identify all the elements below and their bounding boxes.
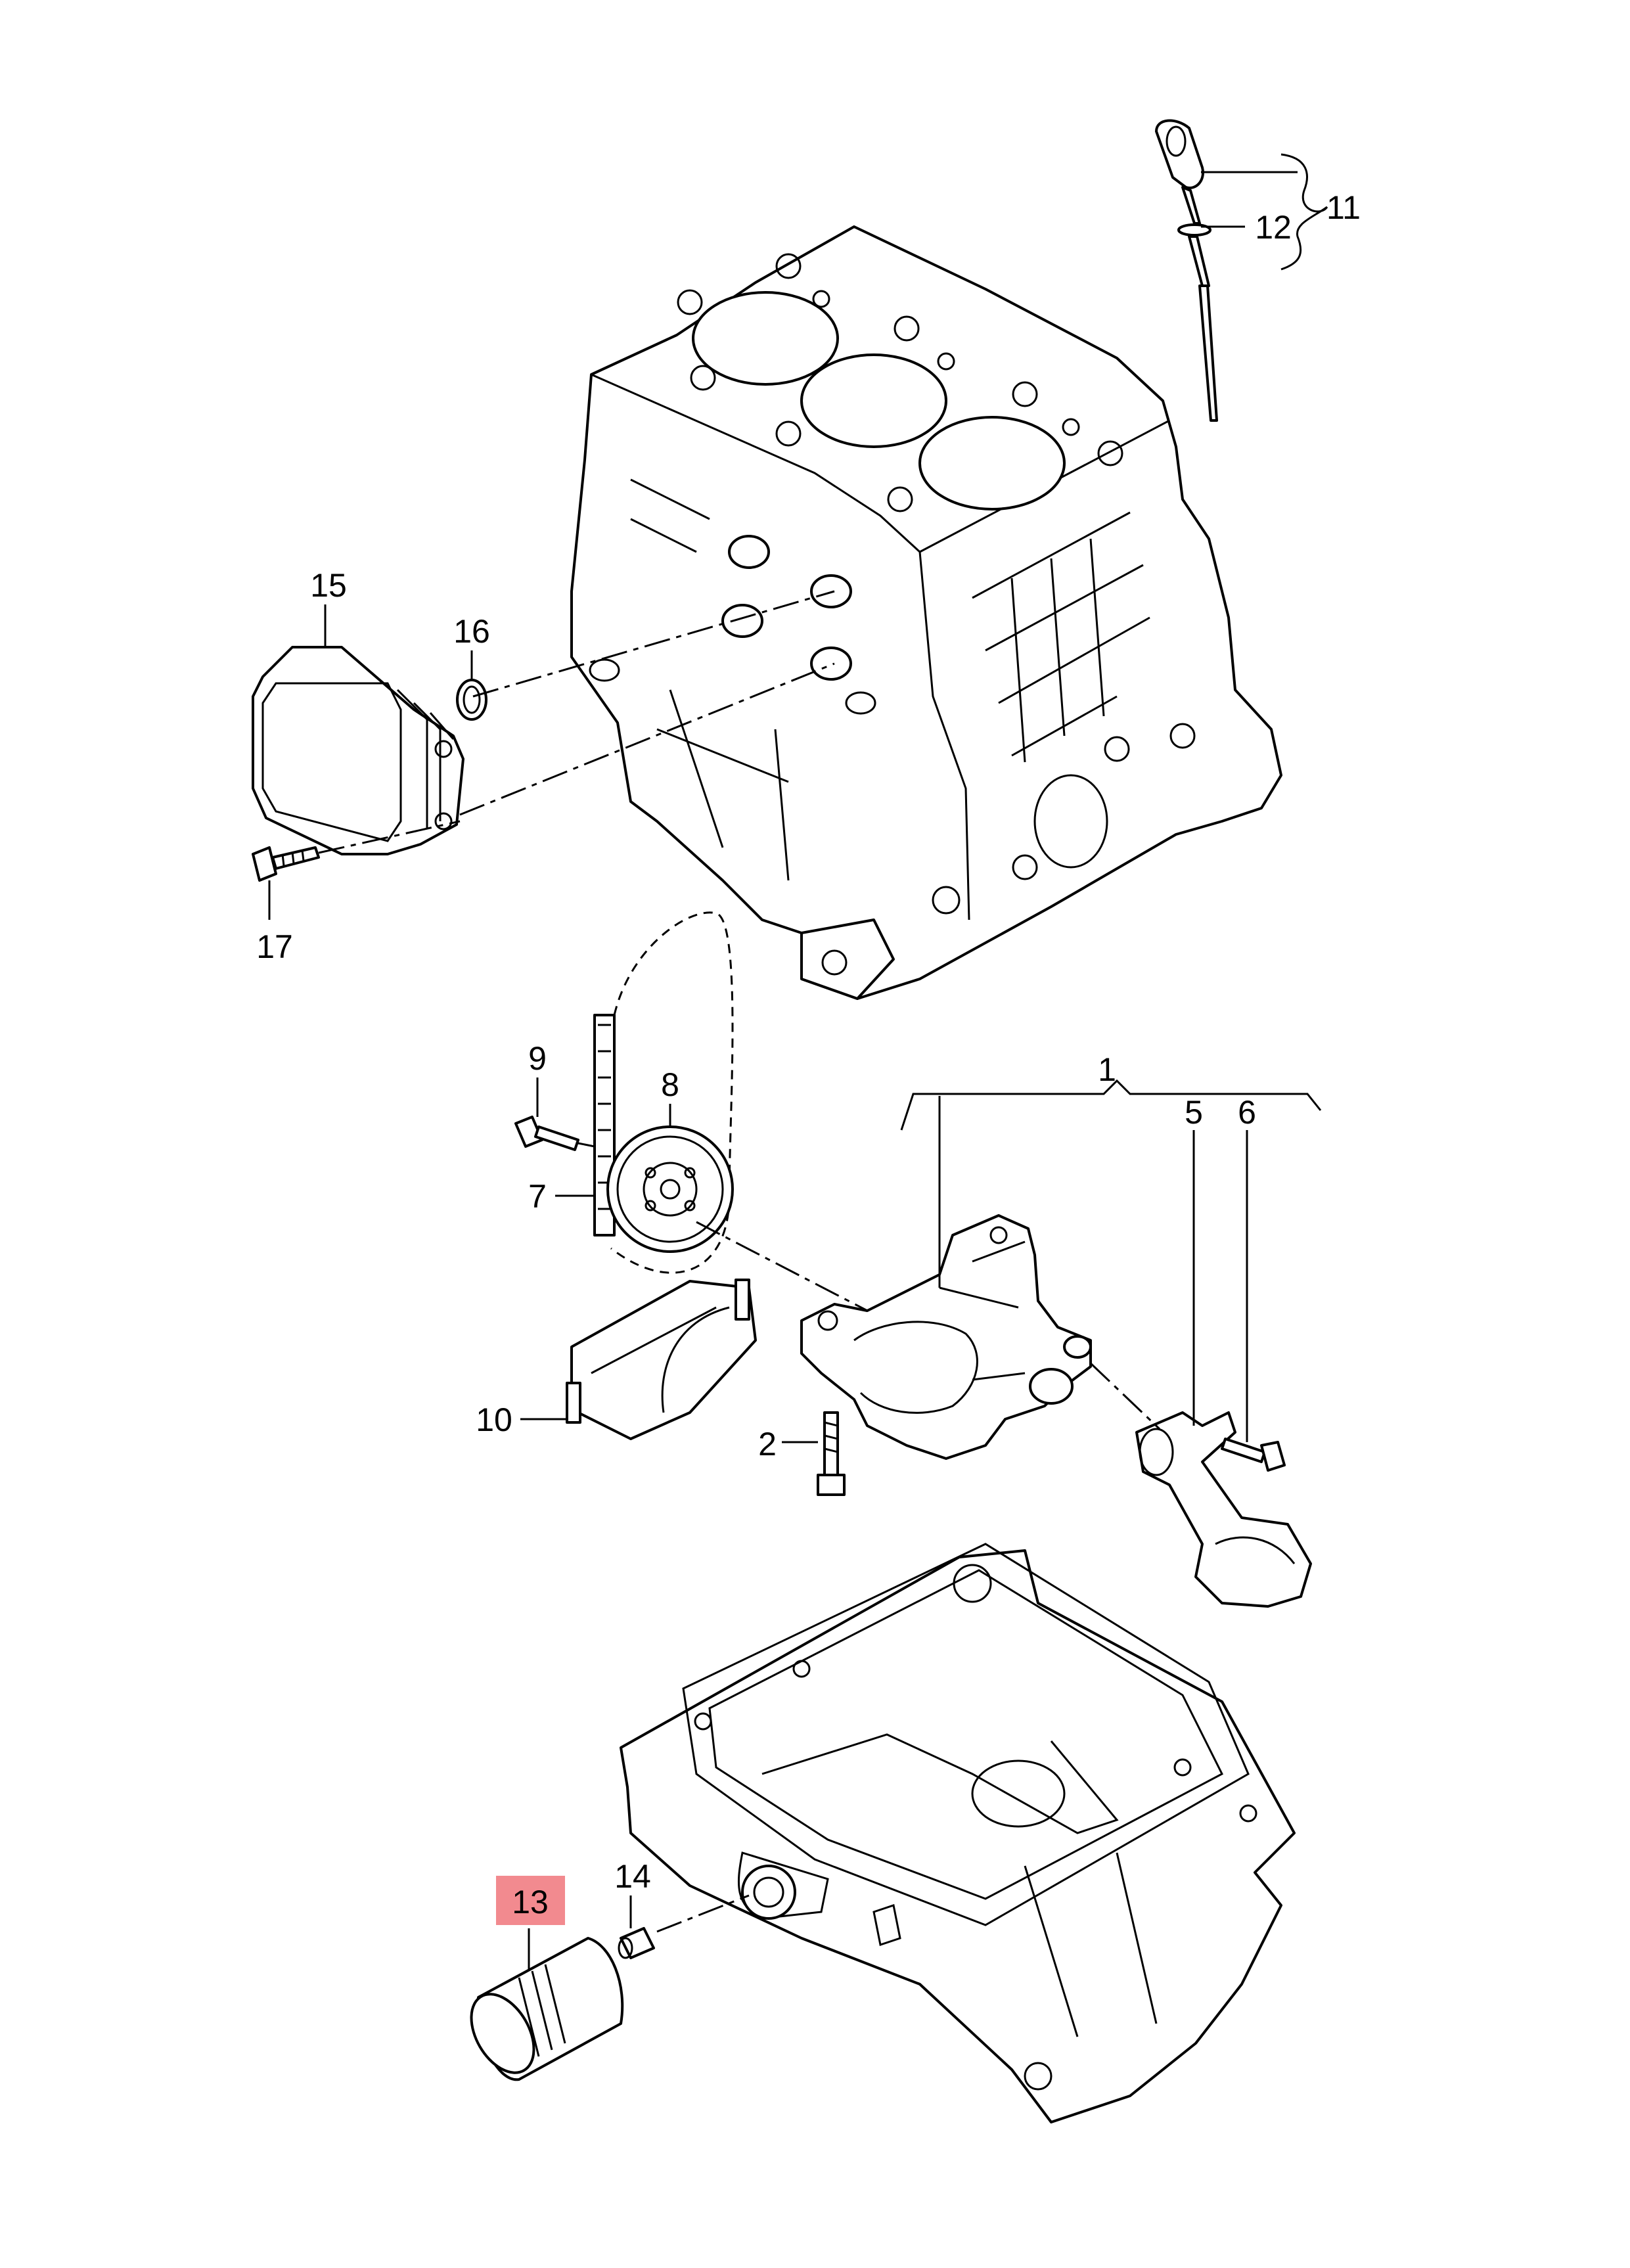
oil-suction-pipe[interactable] <box>1135 1411 1312 1608</box>
drain-plug[interactable] <box>618 1927 655 1959</box>
label-13[interactable]: 13 <box>512 1884 549 1920</box>
pipe-bolt[interactable] <box>1221 1438 1286 1472</box>
label-9[interactable]: 9 <box>528 1040 547 1077</box>
label-15[interactable]: 15 <box>310 567 347 604</box>
label-12[interactable]: 12 <box>1255 209 1292 246</box>
label-7[interactable]: 7 <box>528 1178 547 1215</box>
label-5[interactable]: 5 <box>1185 1094 1203 1131</box>
chain-sprocket[interactable] <box>606 1125 734 1253</box>
oil-pump[interactable] <box>800 1214 1092 1460</box>
oil-filter[interactable] <box>459 1937 624 2083</box>
label-8[interactable]: 8 <box>661 1066 679 1103</box>
label-16[interactable]: 16 <box>453 613 490 650</box>
cooler-bolt[interactable] <box>252 846 320 882</box>
chain-guard-cover[interactable] <box>566 1279 757 1440</box>
cooler-seal-ring[interactable] <box>456 679 487 721</box>
oil-dipstick[interactable] <box>1155 119 1218 422</box>
pump-bolt[interactable] <box>817 1411 846 1496</box>
oil-cooler[interactable] <box>252 646 464 855</box>
engine-block <box>570 225 1282 1000</box>
label-14[interactable]: 14 <box>614 1858 651 1895</box>
label-6[interactable]: 6 <box>1238 1094 1256 1131</box>
label-2[interactable]: 2 <box>758 1426 777 1463</box>
label-17[interactable]: 17 <box>256 928 293 965</box>
label-10[interactable]: 10 <box>476 1401 512 1438</box>
sprocket-bolt[interactable] <box>514 1116 579 1151</box>
label-11[interactable]: 11 <box>1326 189 1361 226</box>
label-1[interactable]: 1 <box>1098 1051 1116 1088</box>
oil-pan <box>620 1543 1296 2123</box>
highlight-box-13 <box>496 1876 565 1925</box>
